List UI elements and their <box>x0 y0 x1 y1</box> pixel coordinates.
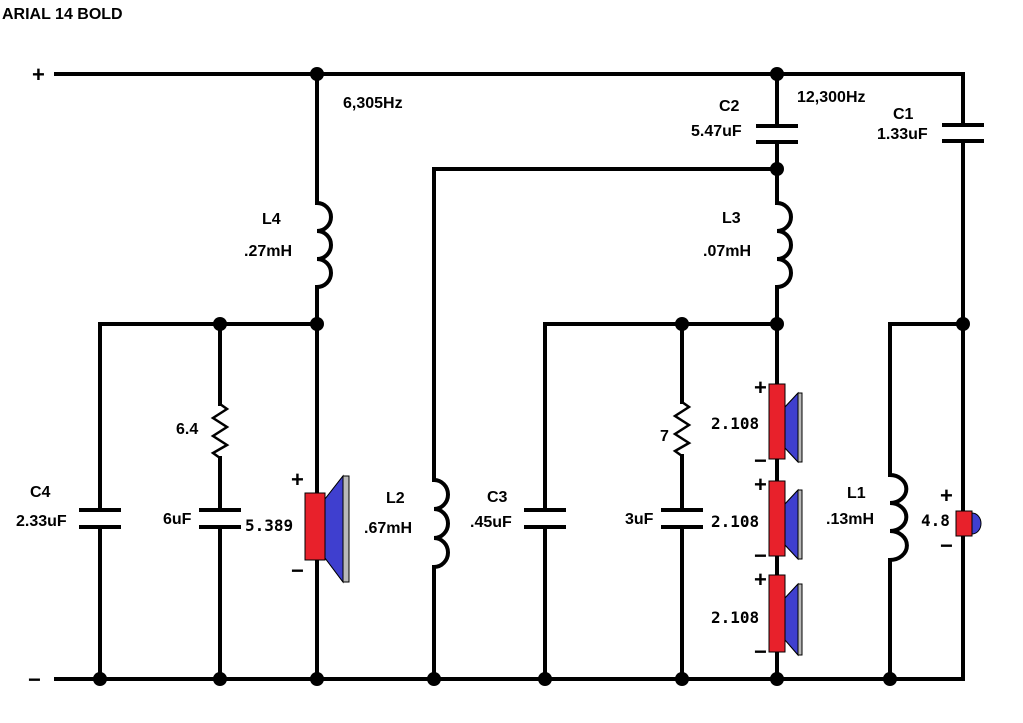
header-title: ARIAL 14 BOLD <box>2 6 123 23</box>
resistor-mid <box>672 400 692 458</box>
capacitor-mid-value: 3uF <box>625 511 654 528</box>
mid-speaker-3-plus: + <box>754 567 767 592</box>
inductor-l4 <box>314 200 333 290</box>
mid-speaker-1-value: 2.108 <box>711 414 759 433</box>
woofer-plus: + <box>291 467 304 492</box>
mid-speaker-1-minus: − <box>754 448 767 473</box>
tweeter-minus: − <box>940 533 953 558</box>
woofer-minus: − <box>291 558 304 583</box>
c2-name: C2 <box>719 98 740 115</box>
tweeter-speaker <box>955 510 982 537</box>
tweeter-plus: + <box>940 483 953 508</box>
c1-value: 1.33uF <box>877 126 928 143</box>
mid-speaker-1-plus: + <box>754 375 767 400</box>
woofer-speaker <box>304 474 350 584</box>
mid-speaker-2-value: 2.108 <box>711 512 759 531</box>
c1-name: C1 <box>893 106 914 123</box>
l2-name: L2 <box>386 490 405 507</box>
frequency-low: 6,305Hz <box>343 95 403 112</box>
l4-name: L4 <box>262 211 281 228</box>
l1-name: L1 <box>847 485 866 502</box>
mid-speaker-2 <box>768 480 803 561</box>
mid-branch-wires <box>432 72 779 681</box>
woofer-value: 5.389 <box>245 516 293 535</box>
frequency-high: 12,300Hz <box>797 89 866 106</box>
capacitor-c2 <box>756 124 798 144</box>
junction-nodes <box>93 67 970 686</box>
mid-speaker-3-value: 2.108 <box>711 608 759 627</box>
capacitor-low-value: 6uF <box>163 511 192 528</box>
resistor-low <box>210 402 230 460</box>
capacitor-low <box>199 508 241 529</box>
capacitor-c1 <box>942 123 984 143</box>
l4-value: .27mH <box>244 243 292 260</box>
inductor-l2 <box>431 477 450 570</box>
mid-speaker-3-minus: − <box>754 639 767 664</box>
negative-rail-label: − <box>28 667 41 692</box>
c4-name: C4 <box>30 484 51 501</box>
inductor-l1 <box>887 472 909 563</box>
resistor-low-value: 6.4 <box>176 421 198 438</box>
c3-value: .45uF <box>470 514 512 531</box>
capacitor-mid <box>661 508 703 529</box>
l3-value: .07mH <box>703 243 751 260</box>
positive-rail-label: + <box>32 62 45 87</box>
resistor-mid-value: 7 <box>660 428 669 445</box>
mid-speaker-3 <box>768 574 803 657</box>
c4-value: 2.33uF <box>16 513 67 530</box>
l1-value: .13mH <box>826 511 874 528</box>
c2-value: 5.47uF <box>691 123 742 140</box>
woofer-branch-wires <box>98 72 319 681</box>
capacitor-c4 <box>79 508 121 529</box>
l3-name: L3 <box>722 210 741 227</box>
inductor-l3 <box>774 200 793 290</box>
capacitor-c3 <box>524 508 566 529</box>
mid-speaker-1 <box>768 383 803 464</box>
tweeter-branch-wires <box>888 72 965 681</box>
l2-value: .67mH <box>364 520 412 537</box>
mid-speaker-2-plus: + <box>754 472 767 497</box>
tweeter-value: 4.8 <box>921 511 950 530</box>
c3-name: C3 <box>487 489 508 506</box>
mid-speaker-2-minus: − <box>754 543 767 568</box>
